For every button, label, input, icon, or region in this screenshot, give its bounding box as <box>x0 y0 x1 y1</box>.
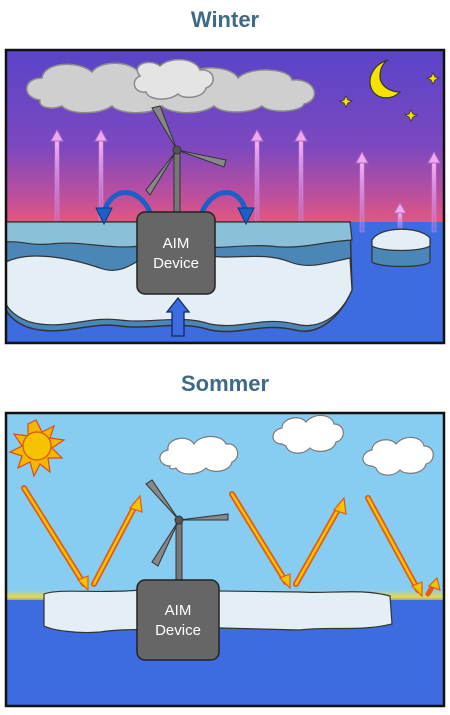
sun-ray-arrow <box>365 495 423 598</box>
sunlight-arrows <box>21 485 441 598</box>
summer-cloud <box>362 436 434 476</box>
heat-radiation-arrows <box>50 128 441 233</box>
circulation-arrow-left <box>101 190 153 214</box>
reflection-arrow <box>293 496 347 587</box>
star-icon <box>338 95 354 108</box>
winter-device-label-line1: AIM <box>163 235 190 252</box>
sun-ray-arrow <box>21 485 89 592</box>
heat-arrow <box>427 150 441 233</box>
summer-aim-device: AIM Device <box>136 579 220 661</box>
winter-title: Winter <box>190 7 260 32</box>
winter-panel-border <box>4 48 446 345</box>
floating-ice-floe <box>371 228 431 268</box>
heat-arrow <box>393 202 407 231</box>
star-icon <box>425 72 441 85</box>
winter-panel: AIM Device <box>6 50 444 343</box>
circulation-arrowhead-left <box>95 207 113 226</box>
summer-device-label-line1: AIM <box>165 602 192 619</box>
sun-ray-arrow <box>229 491 291 590</box>
summer-panel-border <box>4 411 446 708</box>
summer-cloud <box>272 414 344 454</box>
winter-aim-device: AIM Device <box>136 211 216 295</box>
summer-wind-turbine <box>145 479 229 583</box>
winter-device-label-line2: Device <box>153 255 199 272</box>
water-intake-arrow <box>165 296 191 337</box>
reflection-arrow <box>91 494 143 587</box>
winter-wind-turbine <box>145 105 227 215</box>
summer-cloud <box>159 435 239 475</box>
sun-icon <box>8 419 66 478</box>
star-icon <box>403 109 419 122</box>
heat-arrow <box>94 128 108 223</box>
circulation-arrow-right <box>199 190 249 214</box>
summer-title: Sommer <box>180 371 270 396</box>
summer-device-label-line2: Device <box>155 622 201 639</box>
circulation-arrowhead-right <box>237 207 255 226</box>
moon-icon <box>369 59 402 99</box>
summer-panel: AIM Device <box>6 413 444 706</box>
heat-arrow <box>355 150 369 233</box>
reflection-arrow <box>425 576 441 597</box>
winter-cloud <box>26 58 316 114</box>
